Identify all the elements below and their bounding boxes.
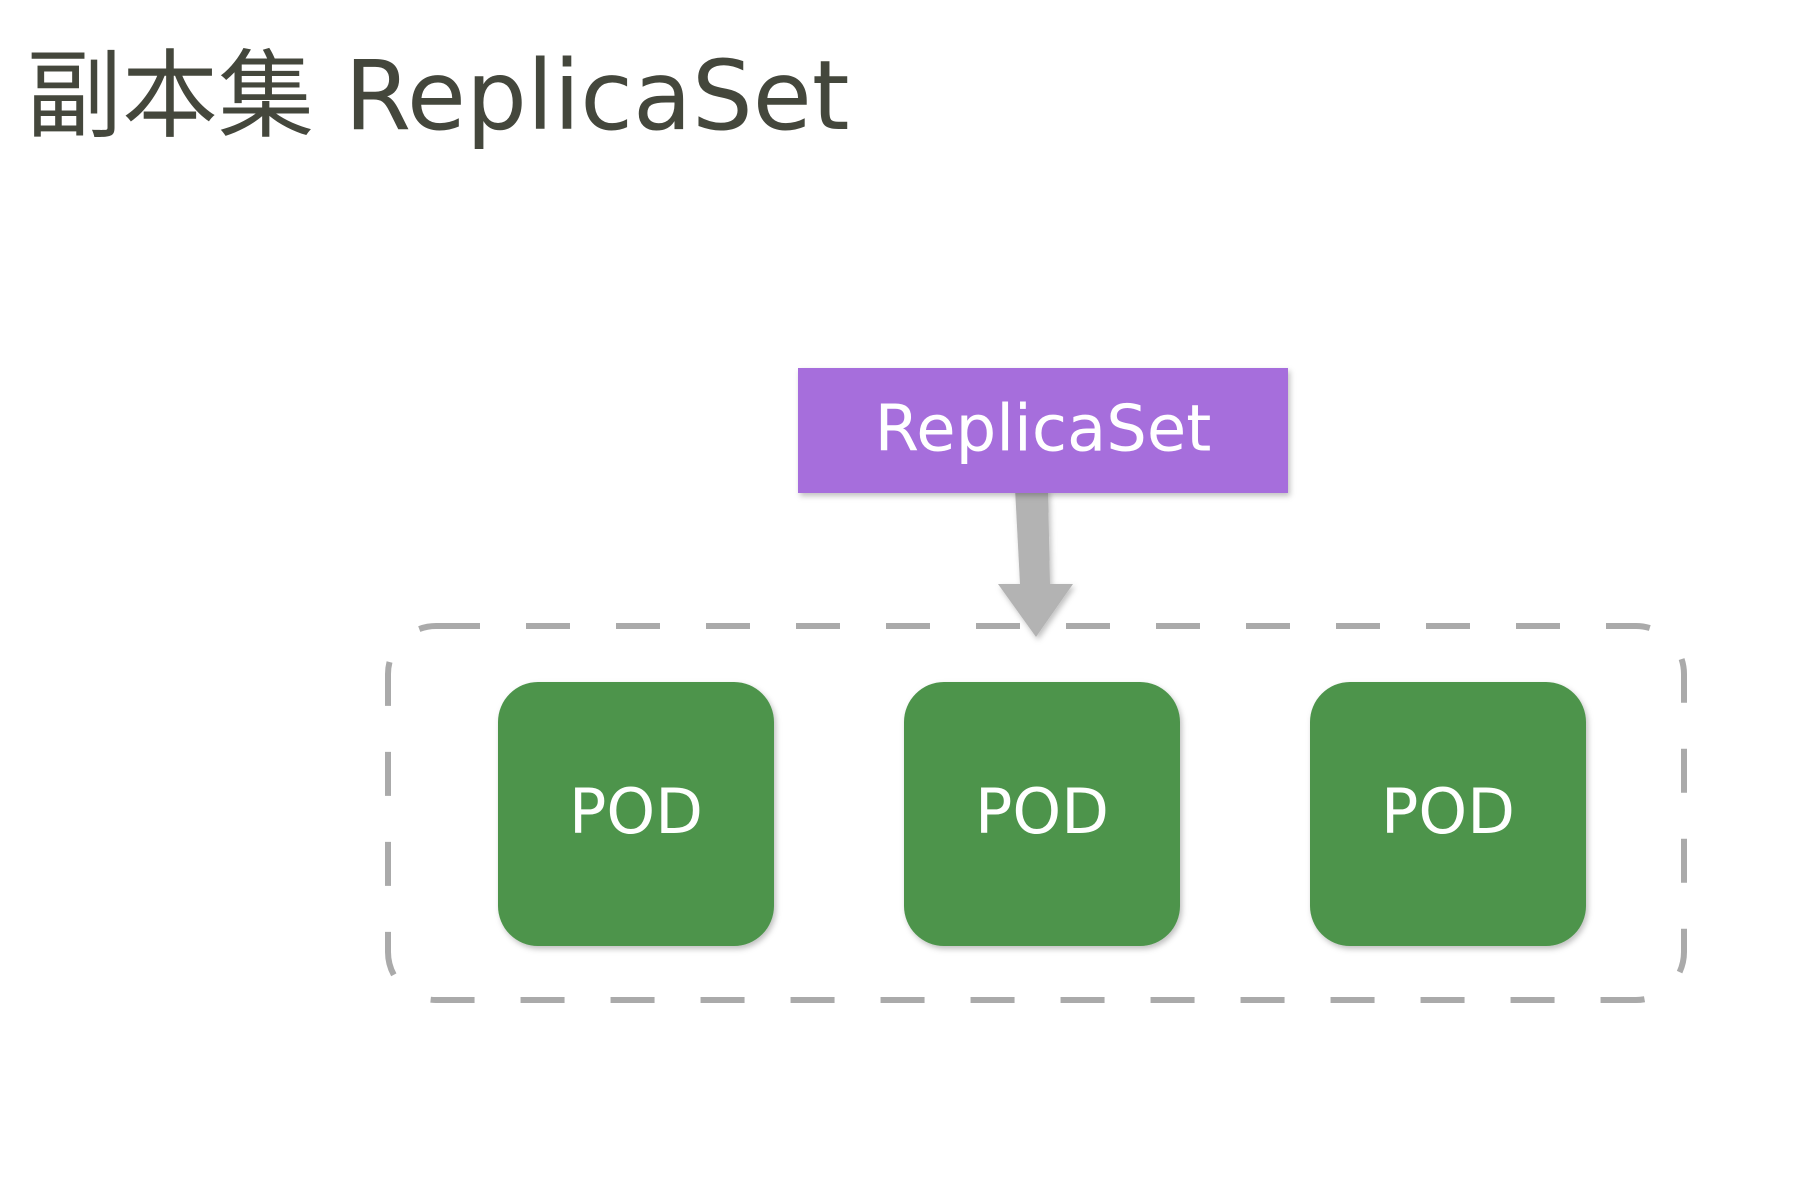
pod-box: POD: [904, 682, 1180, 946]
pod-label: POD: [1381, 775, 1515, 848]
pod-box: POD: [1310, 682, 1586, 946]
down-arrow-icon: [998, 488, 1073, 637]
pod-label: POD: [569, 775, 703, 848]
replicaset-box: ReplicaSet: [798, 368, 1288, 493]
replicaset-label: ReplicaSet: [875, 393, 1212, 467]
slide-title: 副本集 ReplicaSet: [26, 40, 850, 152]
pod-box: POD: [498, 682, 774, 946]
pod-label: POD: [975, 775, 1109, 848]
